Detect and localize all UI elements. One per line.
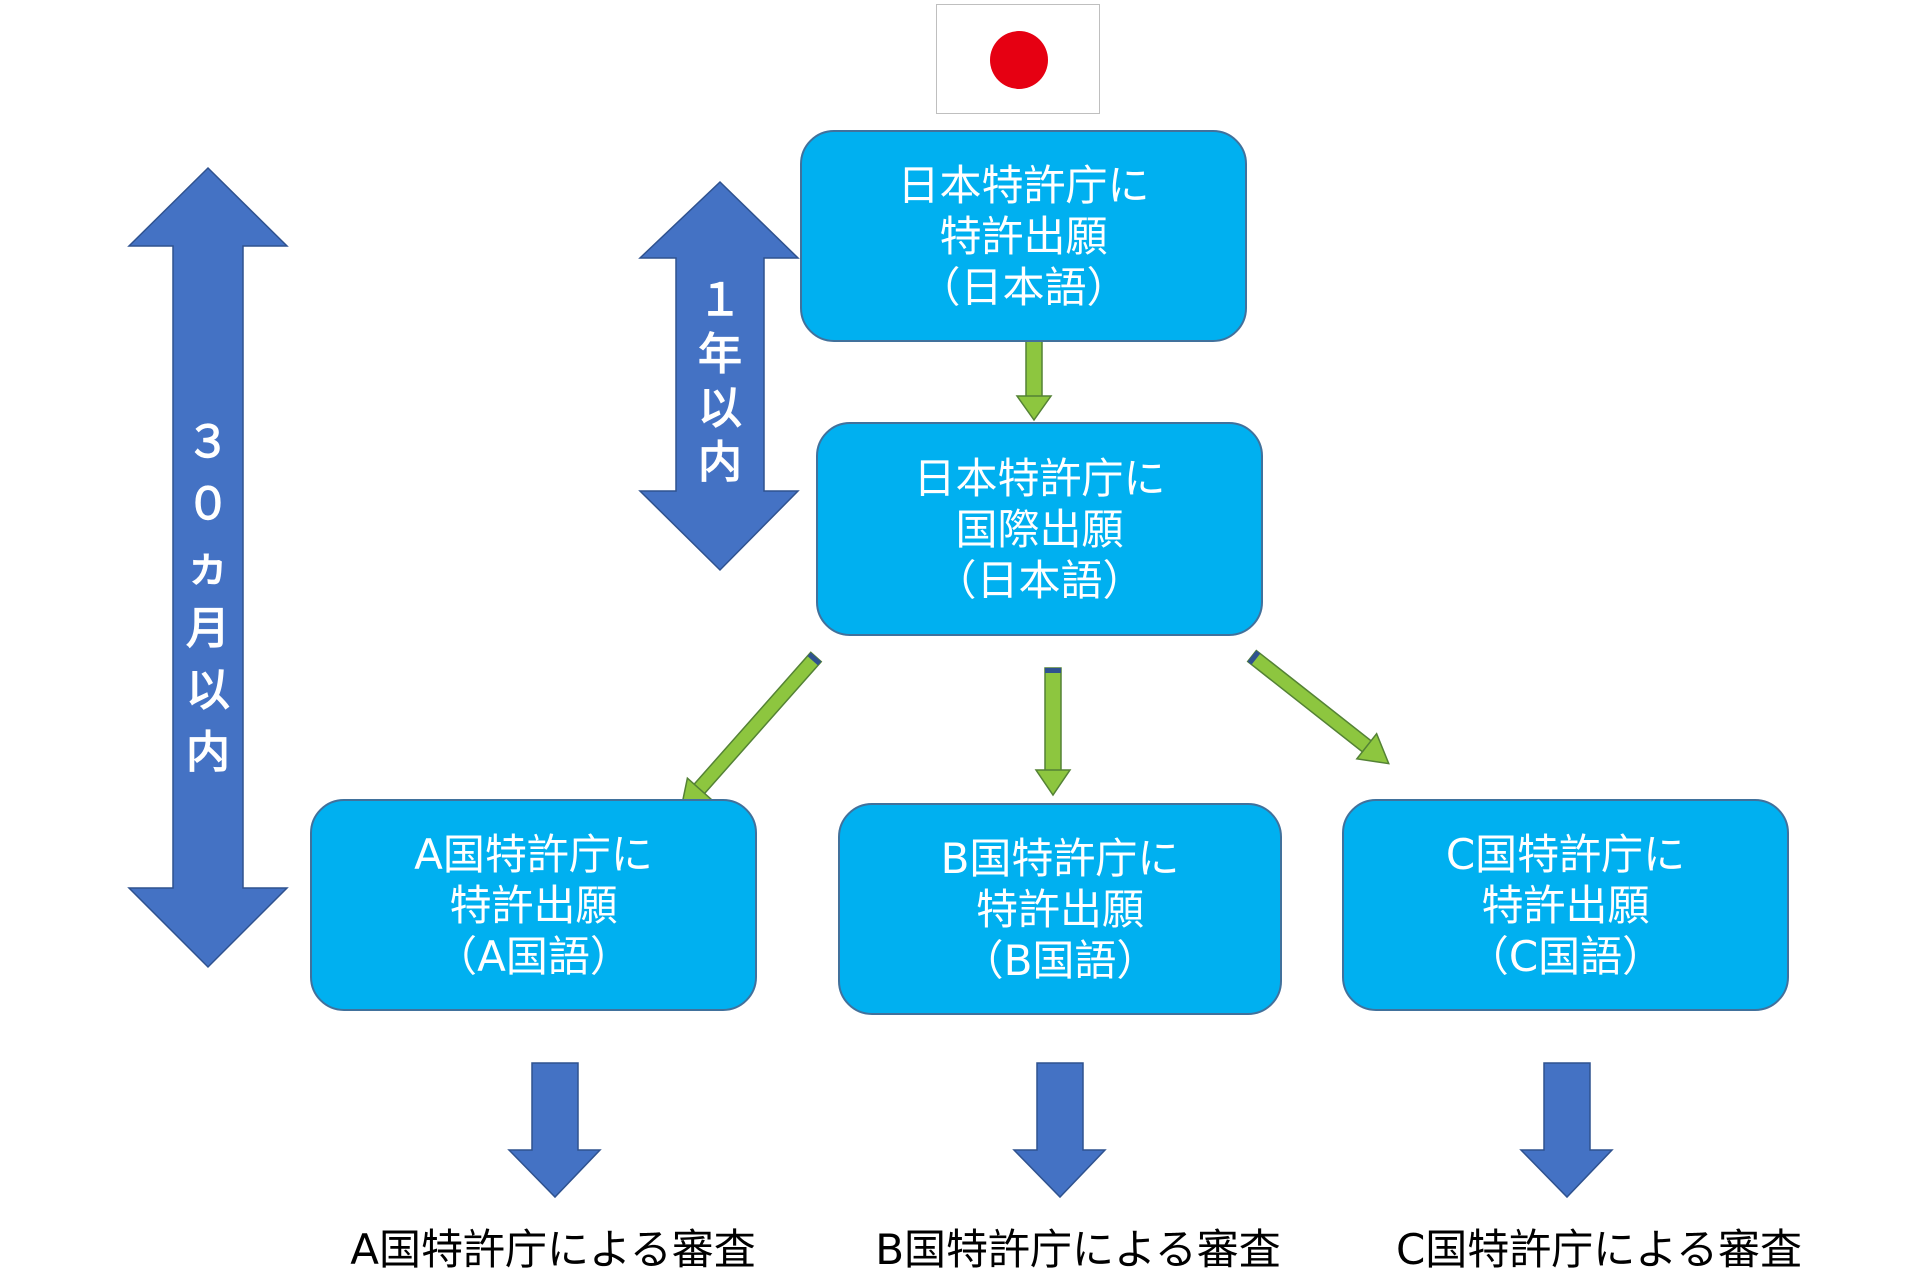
country-b-application-box: B国特許庁に 特許出願 （B国語）	[838, 803, 1282, 1015]
exam-arrow-b	[1012, 1062, 1107, 1199]
green-arrow-to-b	[1034, 667, 1072, 797]
jpo-patent-application-box: 日本特許庁に 特許出願 （日本語）	[800, 130, 1247, 342]
period-long-char: ヵ	[186, 541, 230, 592]
country-c-examination: C国特許庁による審査	[1395, 1225, 1803, 1274]
box-line: （B国語）	[961, 935, 1159, 985]
country-b-examination: B国特許庁による審査	[875, 1225, 1281, 1274]
box-line: 特許出願	[449, 880, 618, 930]
period-long-char: 月	[186, 603, 230, 654]
box-line: （C国語）	[1466, 931, 1665, 981]
period-long-arrow	[127, 166, 289, 969]
country-c-application-box: C国特許庁に 特許出願 （C国語）	[1342, 799, 1789, 1011]
green-arrow-down-center	[1015, 329, 1053, 422]
box-line: 国際出願	[955, 504, 1124, 554]
box-line: C国特許庁に	[1445, 829, 1686, 879]
box-line: 特許出願	[1481, 880, 1650, 930]
green-arrow-to-a	[679, 651, 823, 811]
period-short-char: 内	[698, 437, 742, 488]
japan-flag-icon	[936, 4, 1100, 114]
box-line: 特許出願	[975, 884, 1144, 934]
exam-arrow-a	[507, 1062, 602, 1199]
exam-arrow-c	[1519, 1062, 1614, 1199]
period-long-char: ０	[186, 479, 230, 530]
period-short-char: １	[698, 275, 742, 326]
green-arrow-to-c	[1246, 649, 1390, 765]
period-long-label: ３ ０ ヵ 月 以 内	[178, 412, 238, 784]
box-line: （A国語）	[435, 931, 632, 981]
period-long-char: ３	[186, 417, 230, 468]
box-line: 特許出願	[939, 211, 1108, 261]
box-line: B国特許庁に	[940, 833, 1180, 883]
box-line: A国特許庁に	[414, 829, 653, 879]
country-a-application-box: A国特許庁に 特許出願 （A国語）	[310, 799, 757, 1011]
jpo-international-application-box: 日本特許庁に 国際出願 （日本語）	[816, 422, 1263, 636]
period-long-char: 内	[186, 727, 230, 778]
flag-sun	[990, 31, 1048, 89]
country-a-examination: A国特許庁による審査	[350, 1225, 756, 1274]
period-short-label: １ 年 以 内	[690, 274, 750, 490]
box-line: （日本語）	[934, 555, 1145, 605]
box-line: 日本特許庁に	[913, 453, 1166, 503]
period-long-char: 以	[186, 665, 230, 716]
period-short-char: 以	[698, 383, 742, 434]
period-short-char: 年	[698, 329, 742, 380]
box-line: 日本特許庁に	[897, 160, 1150, 210]
box-line: （日本語）	[918, 262, 1129, 312]
period-short-arrow	[638, 180, 800, 572]
